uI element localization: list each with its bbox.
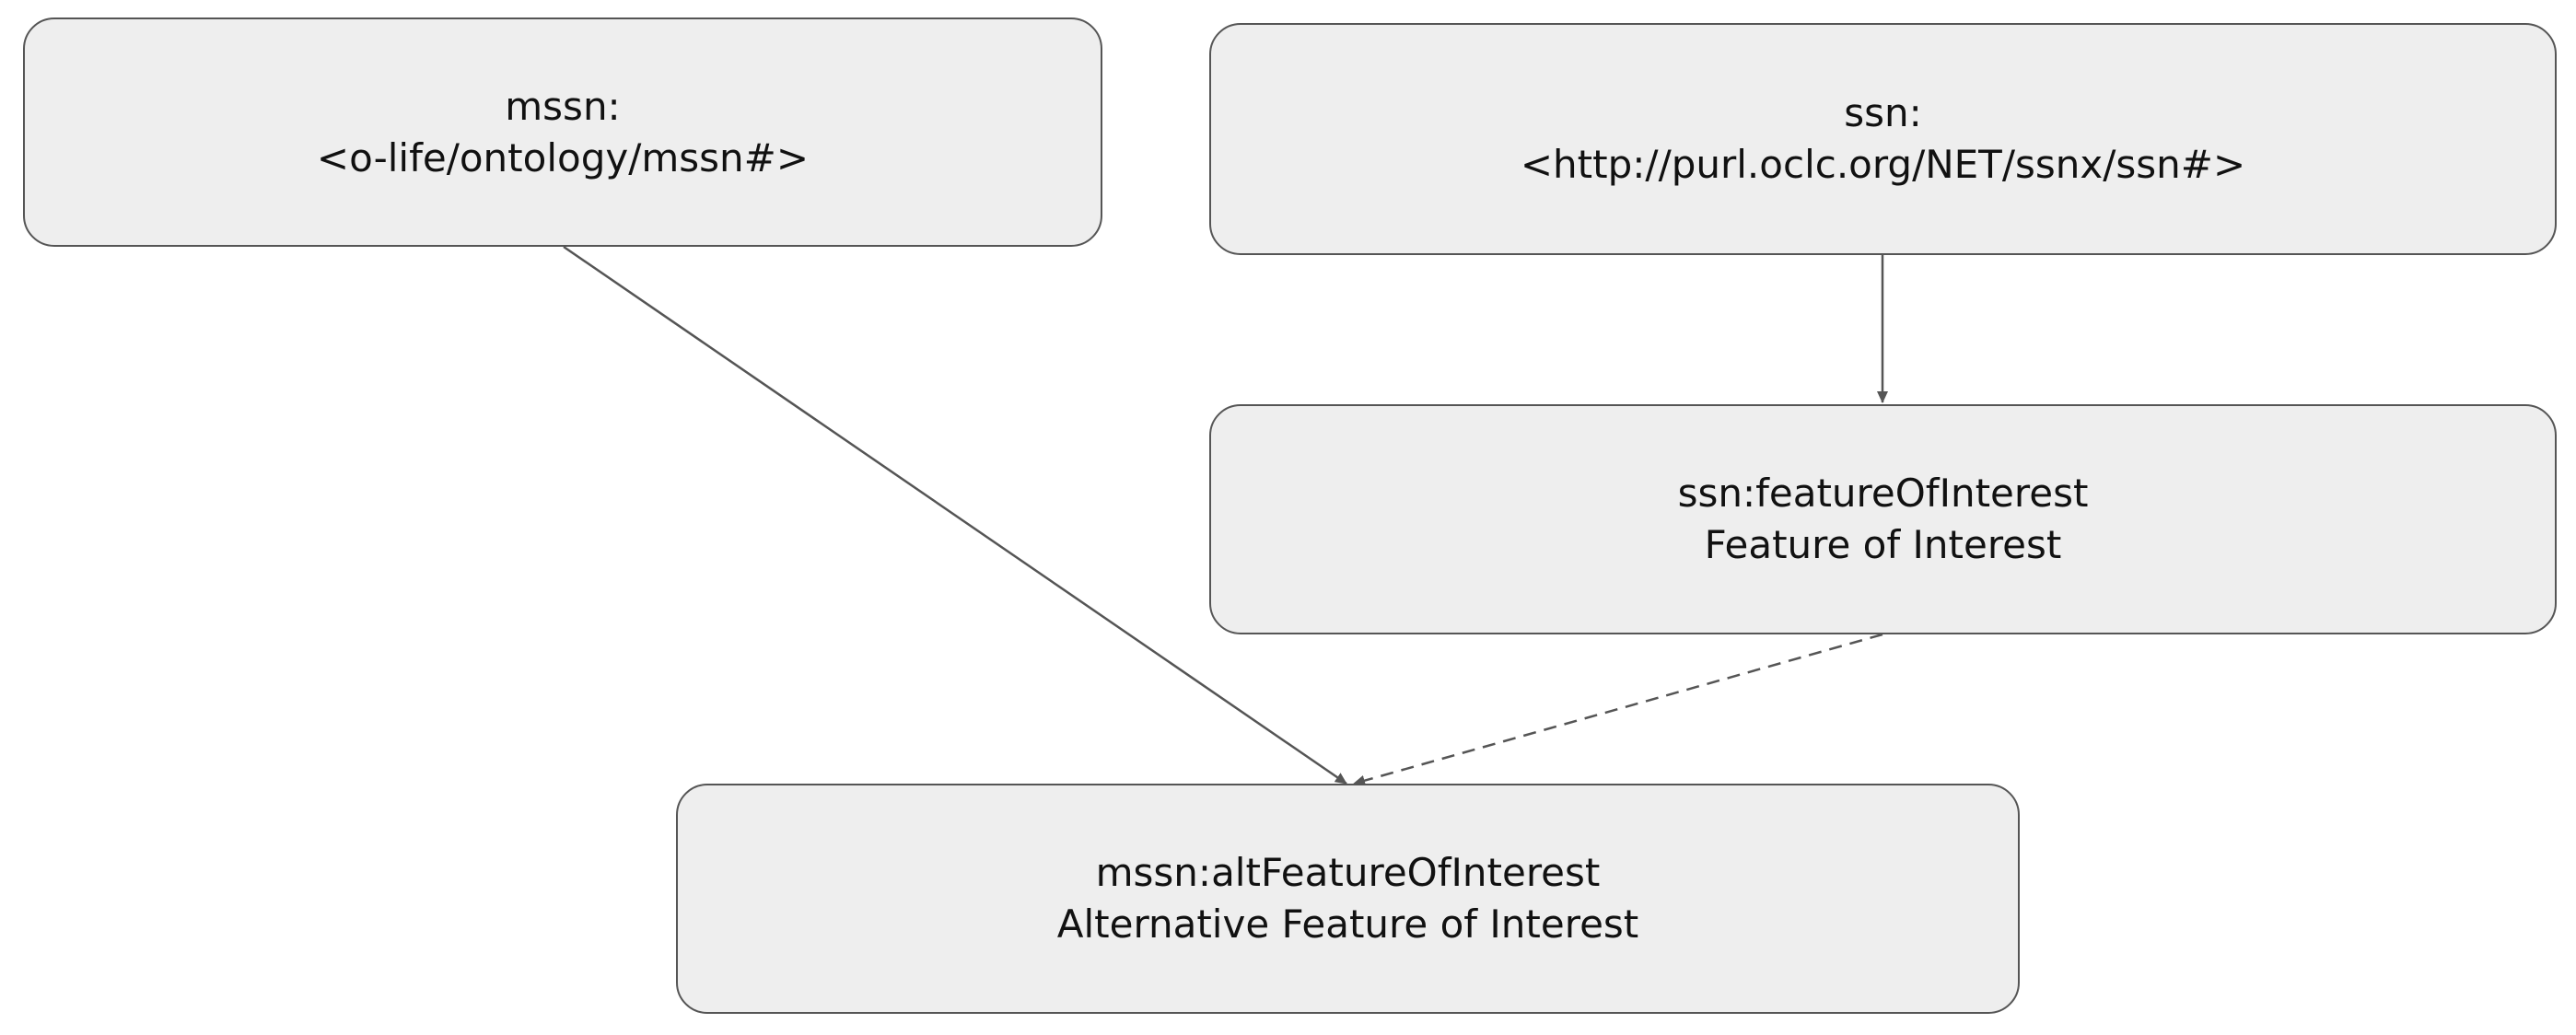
node-mssn-namespace-uri: <o-life/ontology/mssn#> xyxy=(316,134,810,180)
node-ssn-namespace[interactable]: ssn: <http://purl.oclc.org/NET/ssnx/ssn#… xyxy=(1209,23,2557,255)
node-mssn-alt-feature-of-interest-id: mssn:altFeatureOfInterest xyxy=(1095,850,1601,895)
node-ssn-feature-of-interest-id: ssn:featureOfInterest xyxy=(1677,471,2089,516)
node-ssn-feature-of-interest-label: Feature of Interest xyxy=(1704,522,2062,567)
node-mssn-alt-feature-of-interest[interactable]: mssn:altFeatureOfInterest Alternative Fe… xyxy=(676,784,2020,1014)
node-mssn-alt-feature-of-interest-label: Alternative Feature of Interest xyxy=(1056,901,1639,947)
node-ssn-feature-of-interest[interactable]: ssn:featureOfInterest Feature of Interes… xyxy=(1209,404,2557,634)
node-mssn-namespace[interactable]: mssn: <o-life/ontology/mssn#> xyxy=(23,17,1102,247)
edge-mssn-namespace-to-alt-feature xyxy=(563,245,1347,785)
edge-feature-of-interest-to-alt-feature xyxy=(1353,633,1883,786)
node-ssn-namespace-prefix: ssn: xyxy=(1844,90,1922,135)
node-mssn-namespace-prefix: mssn: xyxy=(505,83,621,129)
node-ssn-namespace-uri: <http://purl.oclc.org/NET/ssnx/ssn#> xyxy=(1520,142,2246,187)
